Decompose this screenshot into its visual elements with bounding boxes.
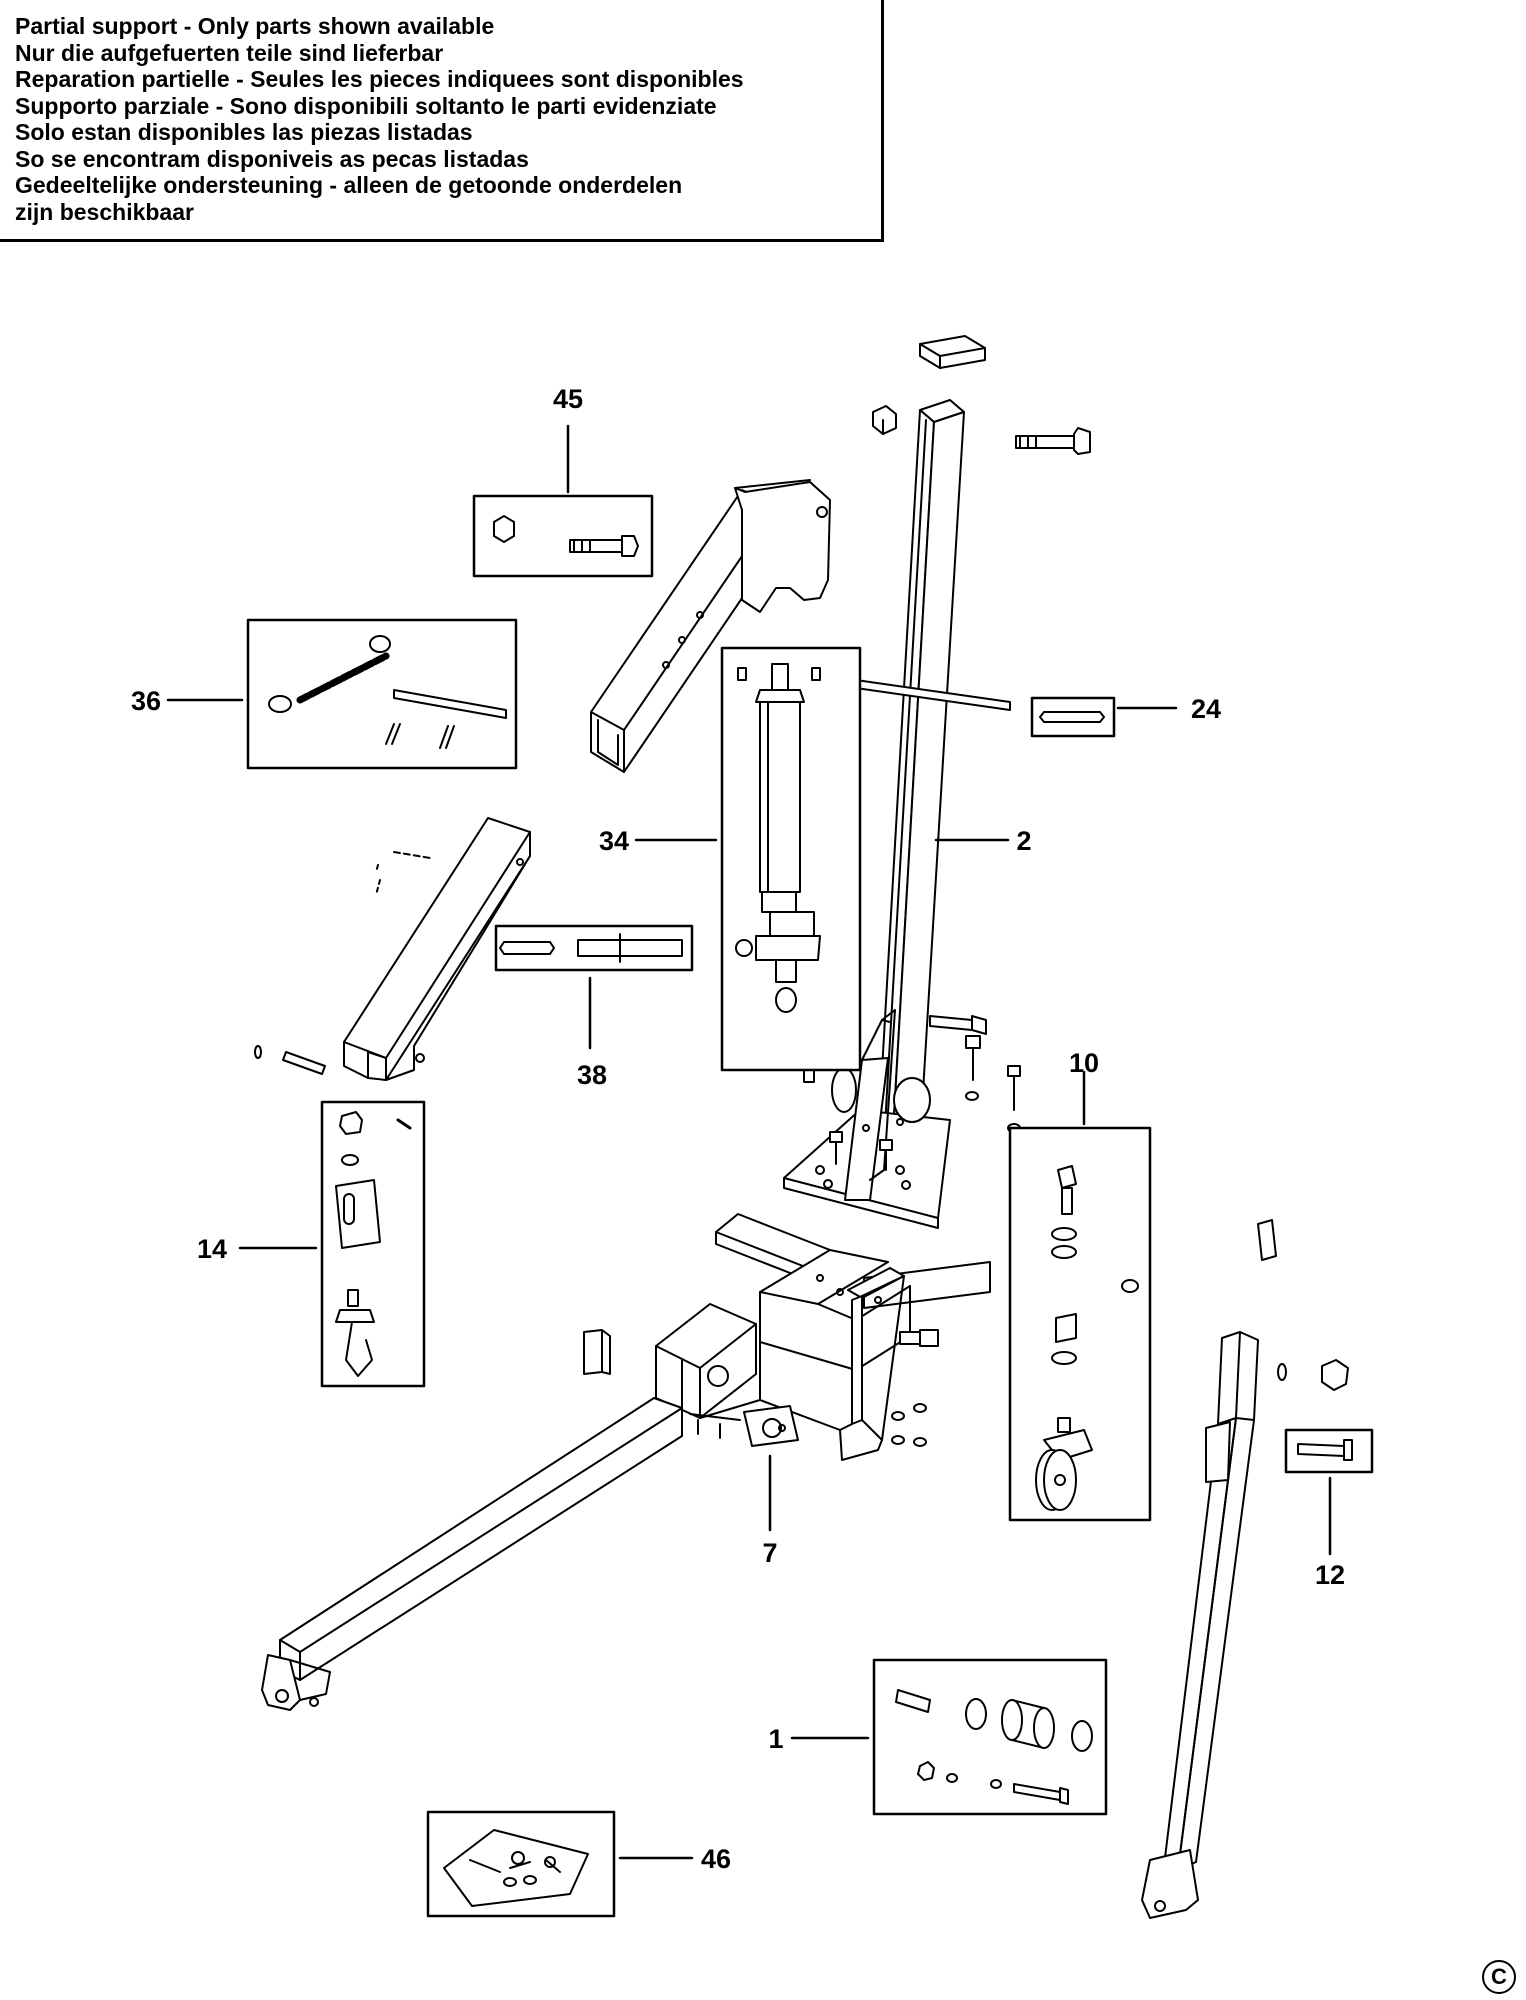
- part-7-bracket: [743, 1405, 799, 1447]
- callout-box-1: [872, 1658, 1108, 1816]
- bolt: [569, 535, 639, 557]
- ring: [369, 635, 391, 653]
- end-cap: [583, 1329, 611, 1375]
- notice-line: So se encontram disponiveis as pecas lis…: [15, 145, 529, 172]
- pin: [393, 689, 507, 719]
- callout-number-14: 14: [197, 1234, 227, 1264]
- partial-support-notice: Partial support - Only parts shown avail…: [0, 0, 884, 242]
- callout-number-10: 10: [1069, 1048, 1099, 1078]
- hook-assembly: [335, 1111, 412, 1377]
- boom-arm: [590, 479, 831, 773]
- nut: [493, 515, 515, 543]
- notice-line: Partial support - Only parts shown avail…: [15, 13, 495, 39]
- notice-line: Gedeeltelijke ondersteuning - alleen de …: [15, 172, 683, 198]
- callout-number-45: 45: [553, 384, 583, 414]
- nut: [872, 405, 897, 435]
- notice-line: Nur die aufgefuerten teile sind lieferba…: [15, 39, 444, 66]
- rear-leg: [1141, 1331, 1259, 1919]
- front-leg: [261, 1397, 683, 1711]
- callout-number-1: 1: [768, 1724, 783, 1754]
- callout-number-24: 24: [1191, 694, 1221, 724]
- notice-line: zijn beschikbaar: [15, 198, 194, 225]
- pin: [577, 939, 683, 957]
- callout-number-2: 2: [1016, 826, 1031, 856]
- callout-number-38: 38: [577, 1060, 607, 1090]
- callout-number-7: 7: [762, 1538, 777, 1568]
- callout-number-12: 12: [1315, 1560, 1345, 1590]
- pin: [1297, 1443, 1345, 1457]
- hardware-bag: [443, 1829, 589, 1907]
- caster-wheel: [1035, 1165, 1139, 1511]
- washer: [1277, 1363, 1287, 1381]
- callout-number-36: 36: [131, 686, 161, 716]
- hydraulic-cylinder: [735, 663, 821, 1013]
- mast-upright: [875, 399, 965, 1186]
- boom-extension: [343, 817, 531, 1081]
- ring: [268, 695, 292, 713]
- clip: [385, 723, 401, 745]
- bolt: [1015, 427, 1091, 455]
- nut: [1321, 1359, 1349, 1391]
- roller-kit: [895, 1689, 1093, 1805]
- base-frame: [655, 1213, 991, 1461]
- notice-line: Solo estan disponibles las piezas listad…: [15, 119, 473, 145]
- callout-number-34: 34: [599, 826, 629, 856]
- notice-line: Reparation partielle - Seules les pieces…: [15, 66, 744, 92]
- spring-pin: [1039, 711, 1105, 723]
- mast-base-plate: [783, 1009, 951, 1229]
- end-cap: [1257, 1219, 1277, 1261]
- mast-cap: [919, 335, 986, 369]
- spring-pin: [499, 941, 555, 955]
- copyright-symbol: C: [1482, 1960, 1516, 1994]
- callout-box-10: [1008, 1126, 1152, 1522]
- callout-box-36: [246, 618, 518, 770]
- callout-number-46: 46: [701, 1844, 731, 1874]
- chain: [296, 652, 390, 704]
- pin: [254, 1045, 326, 1075]
- notice-line: Supporto parziale - Sono disponibili sol…: [15, 92, 717, 119]
- clip: [439, 725, 455, 749]
